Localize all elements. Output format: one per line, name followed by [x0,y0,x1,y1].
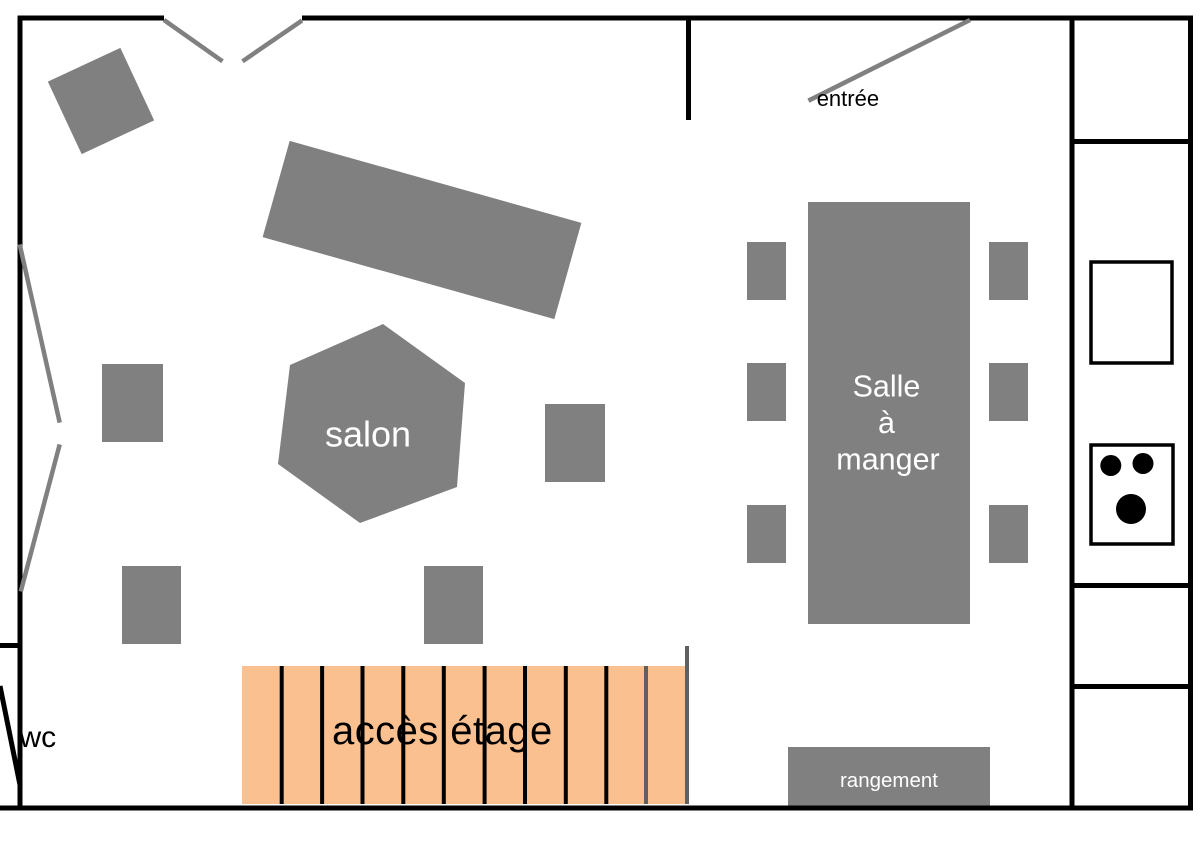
svg-text:Salle: Salle [853,370,921,404]
svg-text:wc: wc [19,721,57,754]
svg-text:manger: manger [836,443,939,477]
svg-text:à: à [878,406,895,440]
svg-text:accès étage: accès étage [332,709,553,753]
svg-text:entrée: entrée [817,86,879,111]
svg-text:salon: salon [325,414,411,455]
svg-text:rangement: rangement [840,769,938,792]
